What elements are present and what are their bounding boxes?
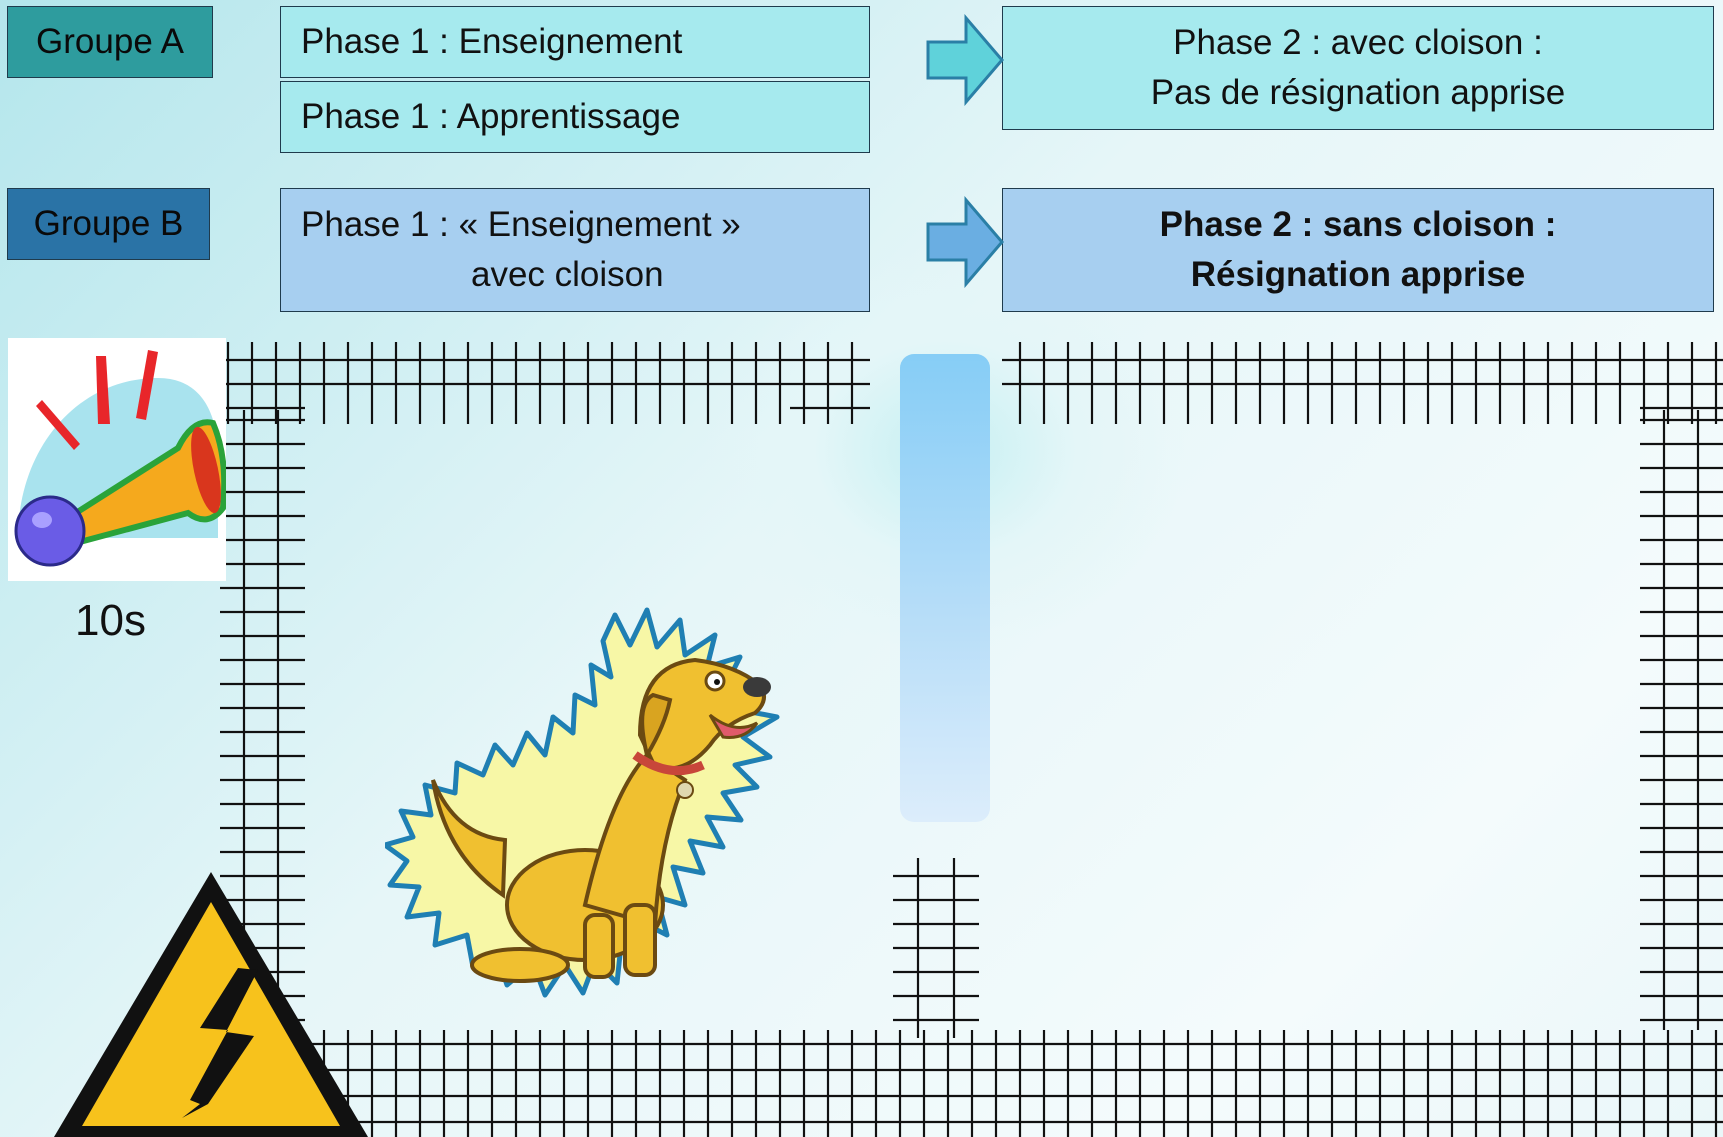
- group-b-phase1-line1: Phase 1 : « Enseignement »: [301, 205, 741, 244]
- group-a-phase2-line2: Pas de résignation apprise: [1150, 73, 1566, 112]
- partition-cloison: [900, 354, 990, 822]
- group-a-phase1-teaching: Phase 1 : Enseignement: [280, 6, 870, 78]
- group-b-phase1: Phase 1 : « Enseignement » avec cloison: [280, 188, 870, 312]
- horn-panel: [8, 338, 228, 581]
- group-b-phase2-line1: Phase 2 : sans cloison :: [1159, 205, 1557, 244]
- group-b-label: Groupe B: [7, 188, 210, 260]
- group-a-phase2: Phase 2 : avec cloison : Pas de résignat…: [1002, 6, 1714, 130]
- duration-text: 10s: [75, 596, 146, 645]
- shocked-dog-icon: [385, 607, 780, 998]
- group-a-phase1-learning: Phase 1 : Apprentissage: [280, 81, 870, 153]
- group-b-text: Groupe B: [33, 204, 184, 243]
- horn-icon: [14, 350, 228, 567]
- group-b-phase1-line2: avec cloison: [471, 255, 664, 294]
- arrow-right-icon: [926, 196, 1004, 288]
- group-a-phase2-line1: Phase 2 : avec cloison :: [1173, 23, 1543, 62]
- group-a-label: Groupe A: [7, 6, 213, 78]
- electric-shock-warning-icon: [54, 872, 368, 1137]
- group-b-phase2: Phase 2 : sans cloison : Résignation app…: [1002, 188, 1714, 312]
- group-a-text: Groupe A: [36, 22, 184, 61]
- group-b-phase2-line2: Résignation apprise: [1190, 255, 1526, 294]
- group-a-phase1-teaching-text: Phase 1 : Enseignement: [301, 22, 683, 61]
- group-a-phase1-learning-text: Phase 1 : Apprentissage: [301, 97, 681, 136]
- arrow-right-icon: [926, 14, 1004, 106]
